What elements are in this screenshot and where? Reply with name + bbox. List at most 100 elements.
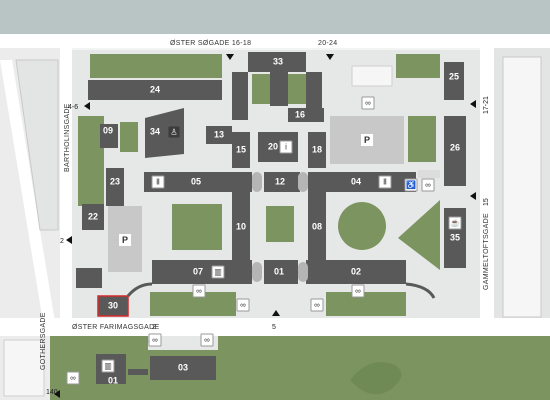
- lawn: [396, 54, 440, 78]
- lake-water: [0, 0, 550, 34]
- info-icon: i: [279, 140, 293, 154]
- lawn: [326, 292, 406, 316]
- connector: [298, 262, 308, 282]
- library-icon: ▥: [101, 359, 115, 373]
- building-18-label[interactable]: 18: [311, 144, 323, 155]
- bike-icon: ∞: [236, 298, 250, 312]
- building-20-label[interactable]: 20: [267, 141, 279, 152]
- lawn: [266, 206, 294, 242]
- left-block: [15, 59, 59, 231]
- street-oster-farimagsgade: ØSTER FARIMAGSGADE: [72, 324, 160, 331]
- gothersgade-road: [0, 60, 56, 328]
- walkway-curve: [405, 282, 436, 299]
- building-25-label[interactable]: 25: [448, 71, 460, 82]
- street-bartholinsgade: BARTHOLINSGADE: [64, 103, 71, 172]
- street-gammeltoftsgade: GAMMELTOFTSGADE: [483, 213, 490, 290]
- building-22-shape: [82, 204, 104, 230]
- cafe-icon: ☕: [448, 216, 462, 230]
- building-30-shape: [98, 296, 128, 316]
- building-30-label[interactable]: 30: [107, 300, 119, 311]
- lawn: [408, 116, 436, 162]
- lawn: [120, 122, 138, 152]
- building-09-label[interactable]: 09: [102, 125, 114, 136]
- bike-icon: ∞: [66, 371, 80, 385]
- building-small-shape: [76, 268, 102, 288]
- round-lawn: [338, 202, 386, 250]
- building-25-shape: [444, 62, 464, 100]
- building-34-label[interactable]: 34: [149, 126, 161, 137]
- street-gothersgade: GOTHERSGADE: [40, 312, 47, 370]
- building-33-wing: [232, 72, 248, 120]
- entrance-arrow: [326, 54, 334, 60]
- connector: [252, 172, 262, 192]
- building-15-label[interactable]: 15: [235, 144, 247, 155]
- building-22-label[interactable]: 22: [87, 211, 99, 222]
- building-02-shape: [306, 260, 406, 284]
- building-18-shape: [308, 132, 326, 168]
- restaurant-icon: Ⅱ: [378, 175, 392, 189]
- building-08-shape: [308, 192, 326, 262]
- building-16-label[interactable]: 16: [294, 109, 306, 120]
- connector: [252, 262, 262, 282]
- annex-block: [351, 65, 393, 87]
- building-23-label[interactable]: 23: [109, 176, 121, 187]
- building-30-highlight: [97, 295, 129, 317]
- building-04-label[interactable]: 04: [350, 176, 362, 187]
- building-33-label[interactable]: 33: [272, 56, 284, 67]
- connector: [298, 172, 308, 192]
- park-area: [50, 336, 550, 400]
- street-oster-sogade-number: 20-24: [318, 40, 338, 47]
- building-05-label[interactable]: 05: [190, 176, 202, 187]
- building-26-label[interactable]: 26: [449, 142, 461, 153]
- bike-icon: ∞: [361, 96, 375, 110]
- building-13-shape: [206, 126, 232, 144]
- library-icon: ▥: [211, 265, 225, 279]
- building-01-label[interactable]: 01: [273, 266, 285, 277]
- building-15-shape: [232, 132, 250, 168]
- building-10-label[interactable]: 10: [235, 221, 247, 232]
- building-35-label[interactable]: 35: [449, 232, 461, 243]
- bike-icon: ∞: [200, 333, 214, 347]
- lawn: [172, 204, 222, 250]
- parking-sign: P: [119, 234, 131, 246]
- building-03-label[interactable]: 03: [177, 362, 189, 373]
- building-33-shape: [248, 52, 306, 72]
- entrance-arrow: [66, 236, 72, 244]
- park-path: [350, 362, 402, 395]
- bike-icon: ∞: [310, 298, 324, 312]
- building-01b-label[interactable]: 01: [107, 375, 119, 386]
- entrance-arrow: [470, 192, 476, 200]
- building-24-label[interactable]: 24: [149, 84, 161, 95]
- entrance-arrow: [272, 310, 280, 316]
- building-13-label[interactable]: 13: [213, 129, 225, 140]
- oster-farimagsgade-number: 5: [272, 324, 276, 331]
- lawn: [252, 74, 272, 104]
- building-01-shape: [264, 260, 298, 284]
- right-block-court: [502, 56, 542, 318]
- gammeltoftsgade-number: 17-21: [483, 96, 490, 114]
- gammeltoftsgade-road: [480, 48, 494, 318]
- ramp: [418, 170, 440, 178]
- building-07-label[interactable]: 07: [192, 266, 204, 277]
- oster-farimagsgade-number: 2: [152, 324, 156, 331]
- building-02-label[interactable]: 02: [350, 266, 362, 277]
- building-08-label[interactable]: 08: [311, 221, 323, 232]
- gammeltoftsgade-number: 15: [483, 198, 490, 206]
- bike-icon: ∞: [192, 284, 206, 298]
- lawn: [288, 74, 306, 104]
- bartholinsgade-road: [60, 48, 72, 328]
- bartholinsgade-number: 4-6: [68, 104, 79, 111]
- building-10-shape: [232, 192, 250, 262]
- oster-farimagsgade-road: [0, 318, 550, 336]
- street-oster-sogade: ØSTER SØGADE 16-18: [170, 40, 252, 47]
- bike-icon: ∞: [148, 333, 162, 347]
- triangle-lawn: [398, 200, 440, 270]
- building-33-core: [270, 72, 288, 106]
- bike-icon: ∞: [351, 284, 365, 298]
- west-entrance-number: 2: [60, 238, 64, 245]
- building-12-label[interactable]: 12: [274, 176, 286, 187]
- parking-sign: P: [361, 134, 373, 146]
- building-16-shape: [288, 108, 324, 122]
